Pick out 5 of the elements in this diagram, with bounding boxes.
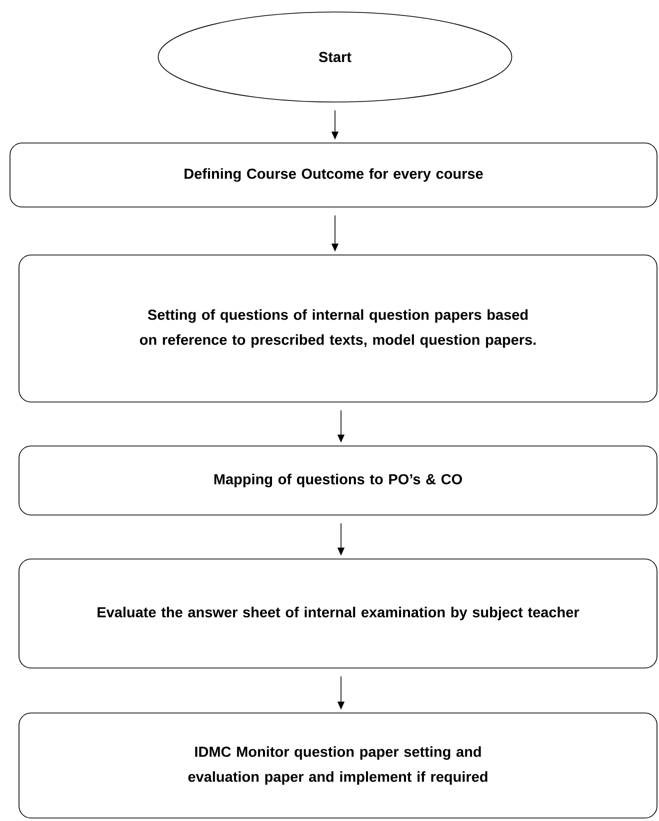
- process-box: IDMC Monitor question paper setting and evaluation paper and implement if required: [18, 712, 658, 818]
- process-box: Mapping of questions to PO’s & CO: [18, 446, 658, 516]
- process-box: Evaluate the answer sheet of internal examination by subject teacher: [18, 558, 658, 668]
- process-box: Setting of questions of internal question papers based on reference to prescribed texts, model question papers.: [18, 254, 658, 402]
- process-box: Defining Course Outcome for every course: [10, 142, 658, 208]
